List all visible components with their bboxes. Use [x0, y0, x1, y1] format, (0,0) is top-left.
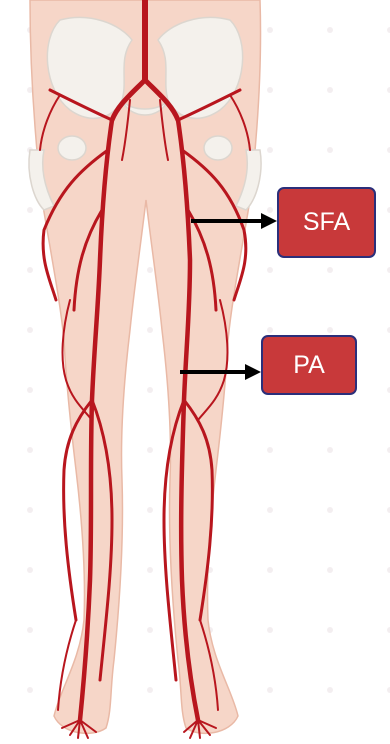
sfa-label: SFA — [277, 187, 376, 258]
pa-label: PA — [261, 335, 357, 395]
